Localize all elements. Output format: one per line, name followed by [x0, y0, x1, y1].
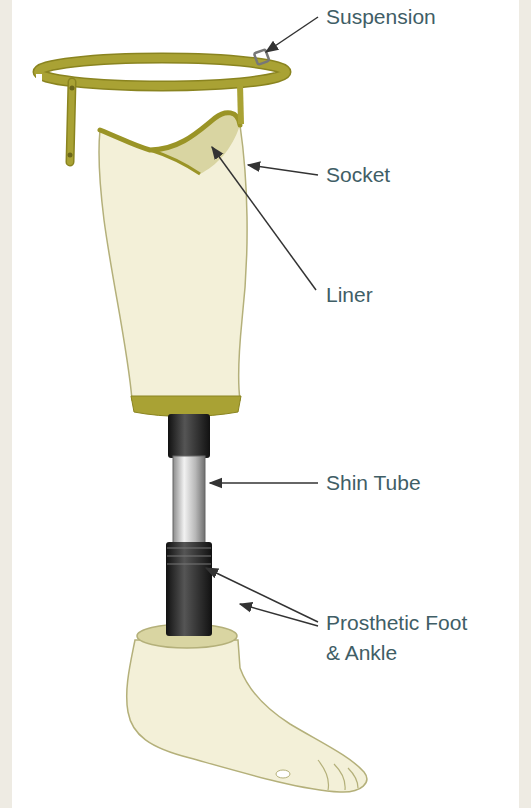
rivet [70, 86, 75, 91]
liner-inner [150, 113, 240, 174]
leader-line [206, 568, 318, 622]
part-label: Socket [326, 160, 516, 190]
part-label: Shin Tube [326, 468, 516, 498]
leader-line [212, 147, 316, 290]
belt-end-gap [36, 74, 42, 84]
leader-line [210, 482, 318, 484]
leader-line [240, 604, 318, 626]
panel [12, 0, 519, 808]
ankle-adapter [166, 600, 212, 636]
liner-rim [100, 113, 240, 150]
leader-lines [206, 17, 318, 626]
part-label: Prosthetic Foot & Ankle [326, 608, 476, 668]
toenail [276, 770, 290, 778]
part-label: Liner [326, 280, 516, 310]
suspension-strap [70, 82, 72, 162]
part-label: Suspension [326, 2, 516, 32]
leader-line [266, 17, 318, 52]
adapter-ridge [167, 556, 211, 557]
suspension-strap [240, 84, 241, 124]
socket-base [131, 396, 241, 417]
upper-adapter [168, 414, 210, 458]
toes [318, 760, 358, 790]
leader-line [248, 165, 318, 175]
liner-edge [150, 150, 200, 174]
rivet [68, 153, 73, 158]
adapter-ridge [167, 564, 211, 565]
suspension-strap [70, 82, 72, 162]
adapter-ridge [167, 548, 211, 549]
shin-tube [173, 456, 205, 544]
socket [99, 113, 247, 400]
